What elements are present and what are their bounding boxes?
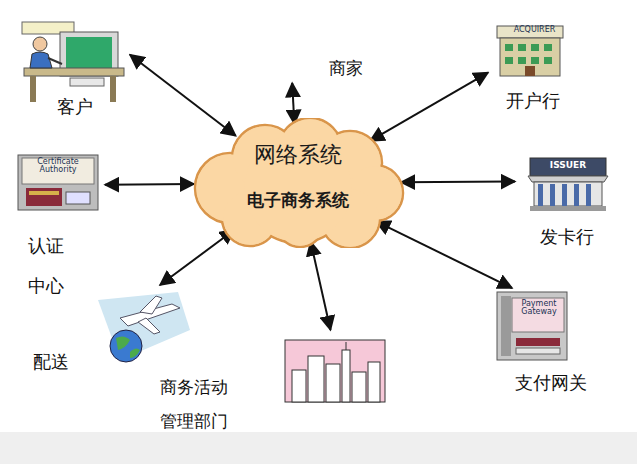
icon-sign-text: Payment Gateway xyxy=(514,300,564,317)
node-label: 电子商务系统 xyxy=(200,190,395,210)
node-label: 配送 xyxy=(26,351,76,373)
double-arrow xyxy=(401,181,515,184)
node-label: 客户 xyxy=(45,96,105,118)
issuer-building xyxy=(528,158,608,211)
double-arrow xyxy=(130,55,236,136)
icon-sign-text: Certificate Authority xyxy=(22,158,94,175)
double-arrow xyxy=(160,230,234,285)
merchant-node: 商家 xyxy=(285,55,375,83)
node-label: 支付网关 xyxy=(506,372,596,394)
network-cloud: 网络系统电子商务系统 xyxy=(190,118,405,248)
node-label: 认证中心 xyxy=(28,226,66,306)
management-node: 商务活动 管理部门 xyxy=(152,330,390,440)
acquirer-node: ACQUIRER 开户行 xyxy=(488,22,574,114)
node-label: 商家 xyxy=(319,58,373,78)
double-arrow xyxy=(370,73,488,141)
cloud-outline xyxy=(190,118,405,248)
issuer-node: ISSUER 发卡行 xyxy=(515,150,615,255)
gateway-icon xyxy=(497,292,567,360)
delivery-node: 配送 xyxy=(20,285,195,385)
node-label: 发卡行 xyxy=(537,226,597,248)
double-arrow xyxy=(311,242,331,330)
double-arrow xyxy=(105,183,194,186)
customer-node: 客户 xyxy=(15,18,130,123)
gateway-node: Payment Gateway 支付网关 xyxy=(488,288,608,406)
icon-sign-text: ISSUER xyxy=(530,160,606,171)
delivery-illustration xyxy=(98,292,190,362)
icon-sign-text: ACQUIRER xyxy=(497,26,572,34)
city-illustration xyxy=(285,340,385,402)
footer-band xyxy=(0,432,637,464)
double-arrow xyxy=(292,83,294,124)
node-label: 开户行 xyxy=(498,90,568,112)
double-arrow xyxy=(376,221,512,288)
node-label: 商务活动 管理部门 xyxy=(156,370,232,438)
certificate-node: Certificate Authority 认证中心 xyxy=(10,150,105,308)
customer-icon xyxy=(22,22,124,102)
certificate-kiosk xyxy=(18,155,98,210)
node-label: 网络系统 xyxy=(200,142,395,168)
